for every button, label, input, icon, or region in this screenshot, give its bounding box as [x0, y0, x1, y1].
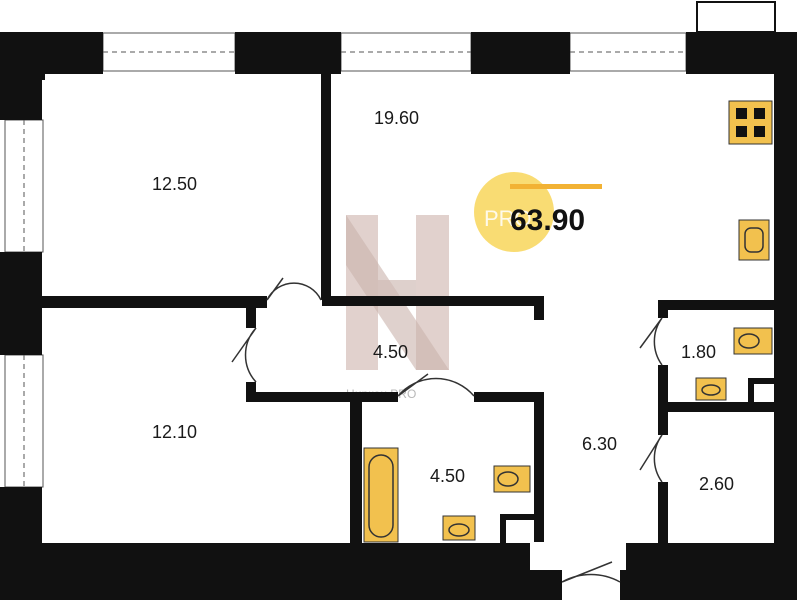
total-area-badge: PRO 63.90	[474, 172, 602, 252]
interior-walls	[42, 72, 774, 544]
toilet-bowl-icon	[493, 465, 531, 493]
badge-bar	[510, 184, 602, 189]
walls	[0, 32, 797, 600]
wc-toilet-icon	[733, 327, 773, 355]
room-area-bathroom: 4.50	[430, 466, 465, 486]
room-area-corridor: 4.50	[373, 342, 408, 362]
room-area-storage: 2.60	[699, 474, 734, 494]
total-area-value: 63.90	[510, 204, 585, 237]
stove-icon	[728, 100, 773, 145]
badge-watermark-text: PRO	[484, 206, 532, 231]
kitchen-sink-icon	[738, 219, 770, 261]
doors	[231, 277, 663, 583]
door-entrance	[561, 561, 621, 583]
door-bathroom	[397, 373, 475, 397]
bathroom-sink-icon	[442, 515, 476, 541]
door-bedroom-bottom	[231, 327, 257, 383]
balcony-frame	[696, 1, 776, 33]
door-storage	[639, 434, 663, 483]
room-labels: 12.50 19.60 4.50 12.10 4.50 6.30 1.80 2.…	[152, 108, 734, 494]
badge-circle	[474, 172, 554, 252]
door-bedroom-top	[266, 277, 322, 301]
fixtures	[363, 100, 773, 543]
door-toilet	[639, 317, 663, 366]
room-area-hall: 6.30	[582, 434, 617, 454]
room-area-kitchen-living: 19.60	[374, 108, 419, 128]
room-area-bedroom-bottom-left: 12.10	[152, 422, 197, 442]
watermark-logo: Циркон PRO	[346, 215, 449, 401]
room-area-bedroom-top-left: 12.50	[152, 174, 197, 194]
bathtub-icon	[363, 447, 399, 543]
wc-sink-icon	[695, 377, 727, 401]
room-area-toilet: 1.80	[681, 342, 716, 362]
